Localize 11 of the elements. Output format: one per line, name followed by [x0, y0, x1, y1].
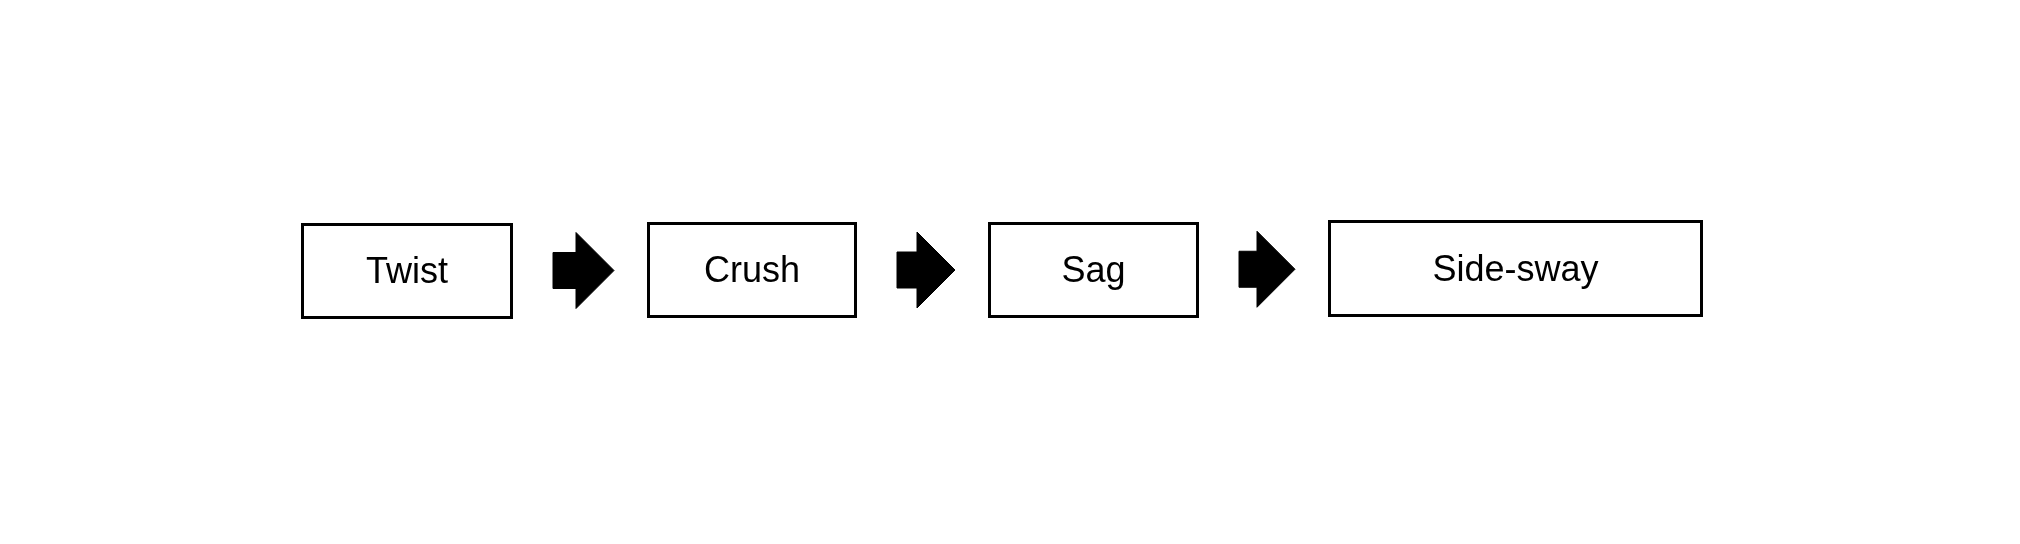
- box-label: Side-sway: [1432, 250, 1599, 287]
- box-label: Twist: [366, 253, 448, 289]
- process-box: [1328, 220, 1703, 317]
- box-label: Sag: [1061, 252, 1126, 288]
- block-arrow: [552, 232, 615, 309]
- process-box: [988, 222, 1199, 318]
- block-arrow: [896, 231, 956, 309]
- block-arrow: [1238, 230, 1296, 308]
- process-box: [647, 222, 857, 318]
- box-label: Crush: [704, 252, 800, 288]
- process-box: [301, 223, 513, 319]
